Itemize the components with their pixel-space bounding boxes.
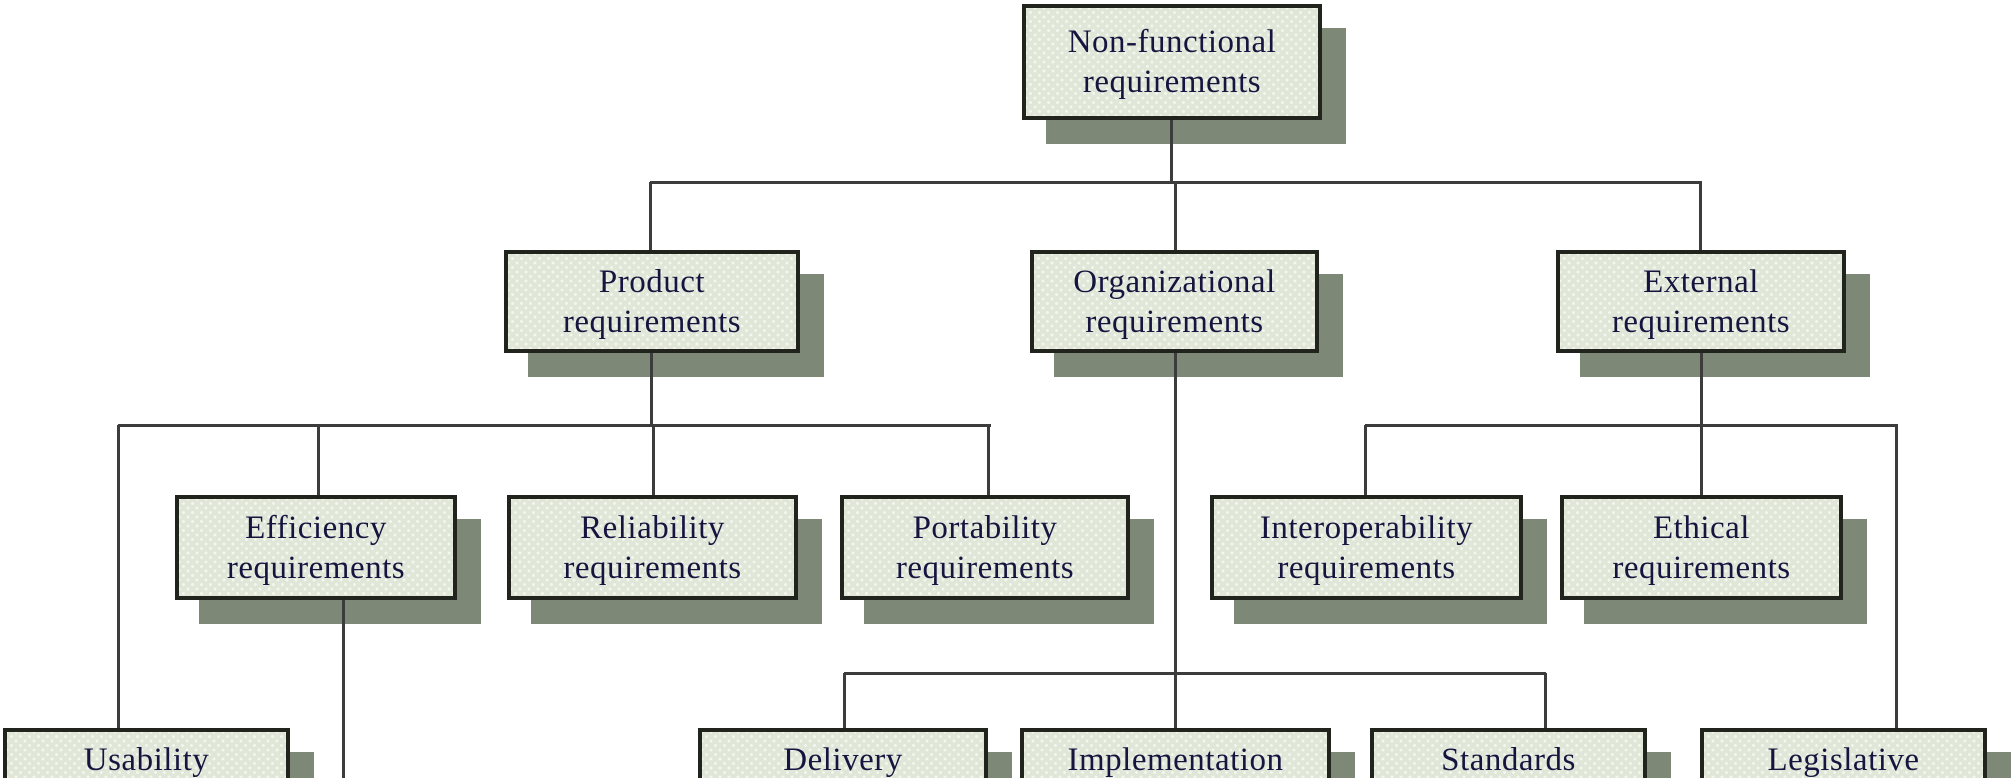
connector-line (1174, 182, 1177, 250)
node-legislative: Legislative (1700, 728, 1987, 778)
node-external: External requirements (1556, 250, 1846, 353)
connector-line (649, 182, 652, 250)
node-label-interoperability: Interoperability requirements (1259, 509, 1474, 586)
connector-line (1699, 182, 1702, 250)
node-product: Product requirements (504, 250, 800, 353)
node-label-ethical: Ethical requirements (1612, 509, 1791, 586)
node-standards: Standards (1370, 728, 1647, 778)
node-ethical: Ethical requirements (1560, 495, 1843, 600)
node-label-standards: Standards (1441, 742, 1576, 778)
node-delivery: Delivery (698, 728, 988, 778)
connector-line (342, 600, 345, 778)
connector-line (987, 425, 990, 495)
node-efficiency: Efficiency requirements (175, 495, 457, 600)
node-usability: Usability (3, 728, 290, 778)
node-non-functional: Non-functional requirements (1022, 4, 1322, 120)
node-label-delivery: Delivery (783, 742, 903, 778)
node-label-organizational: Organizational requirements (1073, 263, 1276, 340)
connector-line (843, 673, 846, 728)
node-label-portability: Portability requirements (895, 509, 1075, 586)
connector-line (1895, 425, 1898, 728)
connector-line (1364, 425, 1367, 495)
node-label-implementation: Implementation (1067, 742, 1284, 778)
node-label-efficiency: Efficiency requirements (226, 509, 406, 586)
connector-line (650, 353, 653, 427)
node-label-non-functional: Non-functional requirements (1067, 24, 1277, 100)
connector-line (1700, 425, 1703, 495)
node-reliability: Reliability requirements (507, 495, 798, 600)
node-interoperability: Interoperability requirements (1210, 495, 1523, 600)
node-label-external: External requirements (1611, 263, 1791, 340)
connector-line (317, 425, 320, 495)
node-organizational: Organizational requirements (1030, 250, 1319, 353)
node-label-legislative: Legislative (1767, 742, 1920, 778)
node-label-product: Product requirements (562, 263, 742, 340)
node-portability: Portability requirements (840, 495, 1130, 600)
connector-line (1365, 424, 1898, 427)
node-implementation: Implementation (1020, 728, 1331, 778)
connector-line (844, 672, 1546, 675)
connector-line (1170, 120, 1173, 184)
connector-line (1700, 353, 1703, 427)
connector-line (1544, 673, 1547, 728)
connector-line (1174, 673, 1177, 728)
node-label-usability: Usability (83, 742, 210, 778)
connector-line (1174, 353, 1177, 674)
connector-line (652, 425, 655, 495)
connector-line (118, 424, 991, 427)
node-label-reliability: Reliability requirements (563, 509, 742, 586)
connector-line (117, 425, 120, 728)
